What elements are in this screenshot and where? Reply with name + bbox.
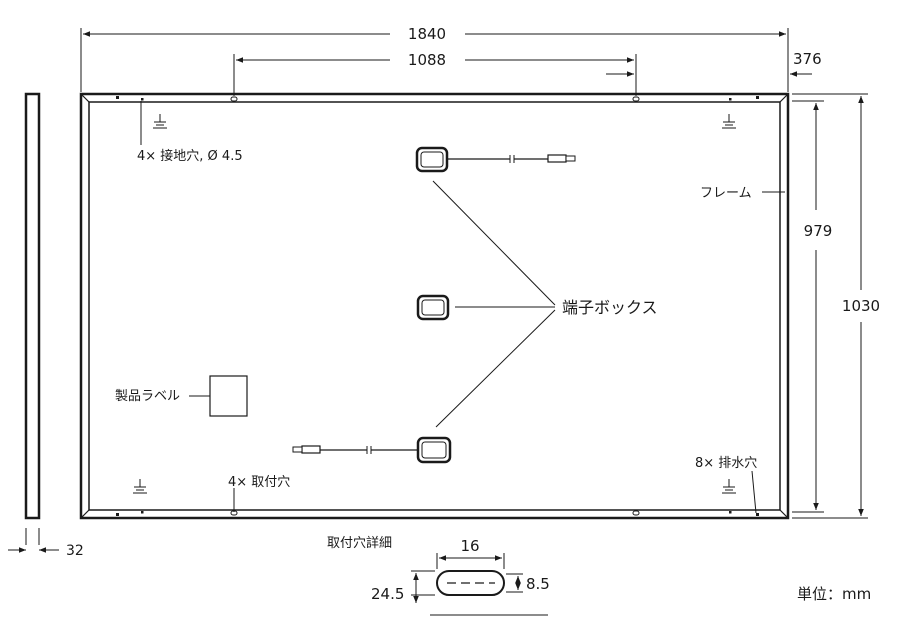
unit-label: 単位：mm — [797, 585, 871, 603]
slot-length-label: 16 — [460, 537, 479, 555]
product-label-text: 製品ラベル — [115, 389, 180, 404]
slot-height-inner-label: 8.5 — [526, 575, 550, 593]
slot-height-outer-label: 24.5 — [371, 585, 404, 603]
hole-offset-label: 376 — [793, 50, 822, 68]
ground-icon — [722, 479, 736, 494]
hole-offset-vertical-dimension: 979 — [792, 100, 833, 513]
overall-height-dimension: 1030 — [792, 93, 880, 519]
ground-icon — [133, 479, 147, 494]
ground-symbols — [133, 114, 736, 494]
ground-icon — [722, 114, 736, 129]
drain-hole — [729, 511, 732, 514]
overall-width-label: 1840 — [408, 25, 446, 43]
junction-box-label: 端子ボックス — [562, 298, 658, 317]
mounting-hole-detail-label: 取付穴詳細 — [327, 535, 392, 551]
drain-hole — [756, 96, 759, 99]
hole-offset-dimension: 376 — [606, 50, 822, 77]
mounting-holes — [230, 96, 640, 516]
ground-icon — [153, 114, 167, 129]
hole-spacing-dimension: 1088 — [233, 51, 637, 96]
junction-box-top — [415, 146, 576, 173]
slot-detail: 16 24.5 8.5 — [371, 537, 550, 616]
mounting-hole — [230, 96, 238, 102]
mounting-hole — [632, 510, 640, 516]
drain-hole — [756, 513, 759, 516]
drain-hole — [141, 98, 144, 101]
drain-holes-label: 8× 排水穴 — [695, 456, 757, 471]
drain-hole — [729, 98, 732, 101]
hole-spacing-label: 1088 — [408, 51, 446, 69]
drain-hole — [116, 513, 119, 516]
ground-holes-label: 4× 接地穴, Ø 4.5 — [137, 148, 243, 164]
frame-thickness-label: 32 — [66, 543, 84, 559]
overall-height-label: 1030 — [842, 297, 880, 315]
frame-label: フレーム — [700, 186, 752, 201]
mounting-hole — [632, 96, 640, 102]
drain-hole — [116, 96, 119, 99]
side-profile: 32 — [8, 92, 84, 559]
hole-offset-vertical-label: 979 — [804, 222, 833, 240]
overall-width-dimension: 1840 — [80, 25, 789, 92]
mounting-holes-label: 4× 取付穴 — [228, 475, 290, 490]
product-label-box — [209, 375, 248, 417]
drain-holes — [116, 96, 759, 516]
drain-hole — [141, 511, 144, 514]
junction-box-middle — [416, 294, 450, 321]
junction-box-bottom — [292, 436, 452, 464]
